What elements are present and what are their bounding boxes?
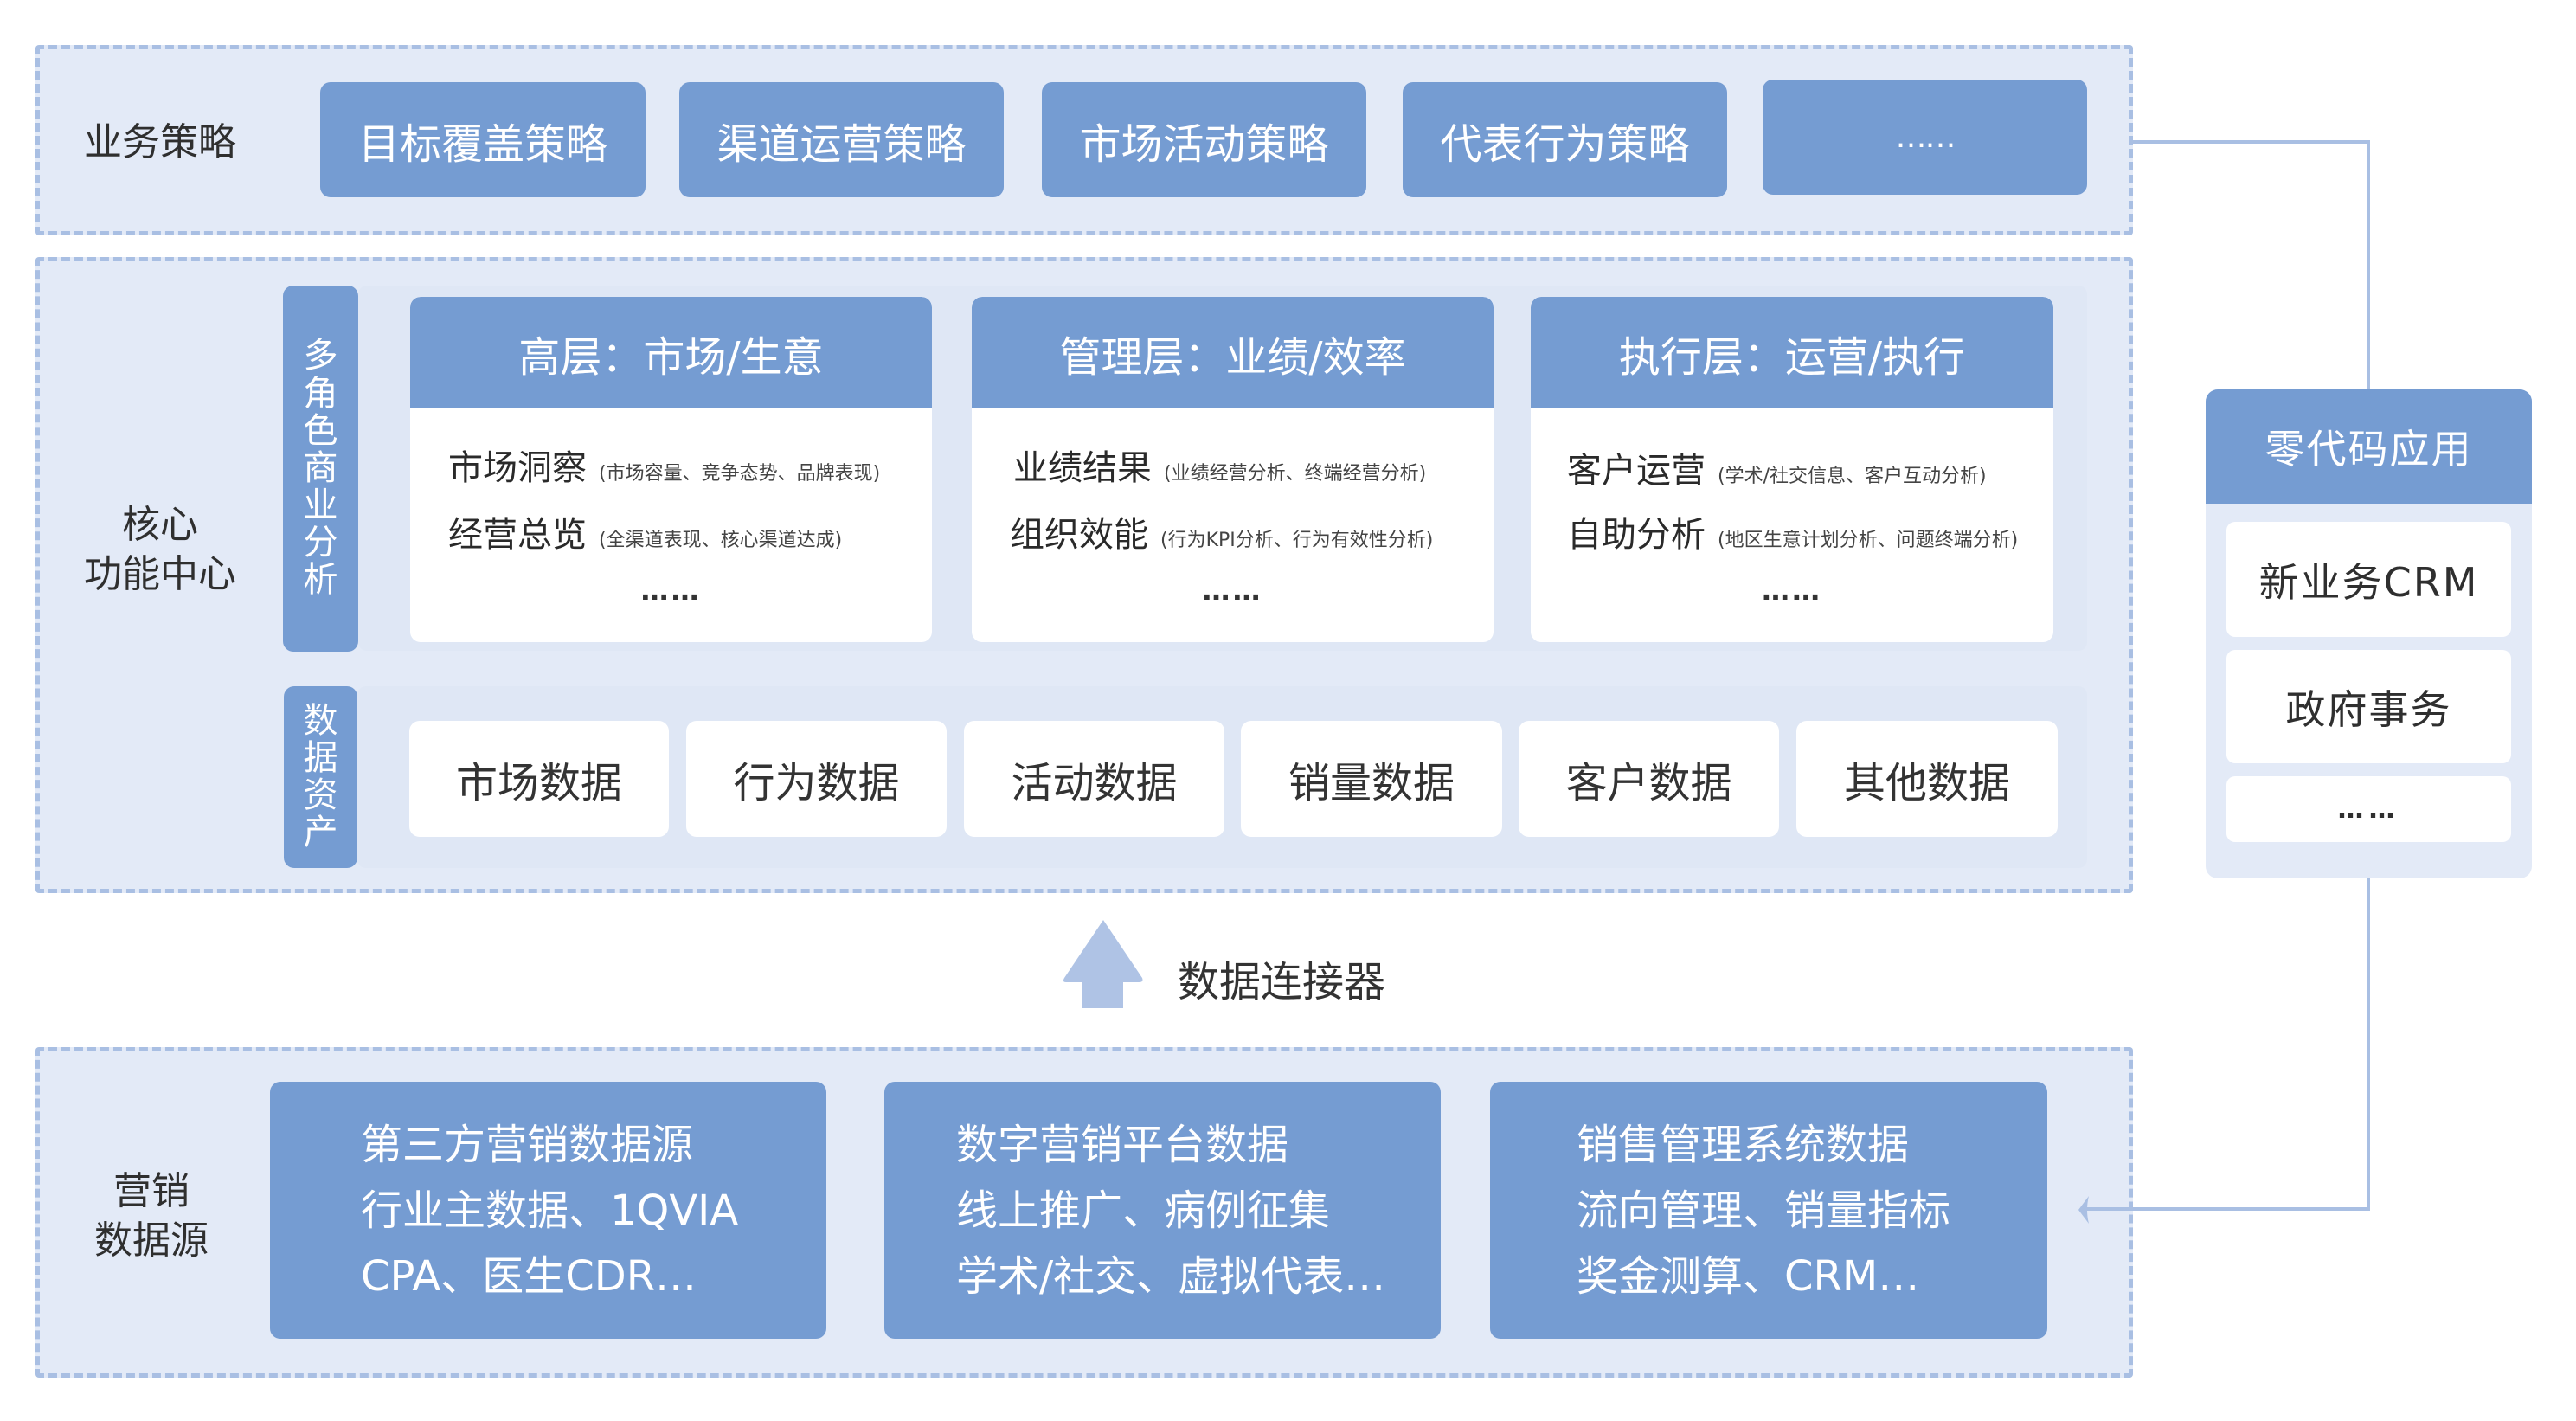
connector-line-top-vertical	[2367, 140, 2370, 391]
connector-line-top-horizontal	[2133, 140, 2370, 144]
card-row-title: 自助分析	[1567, 515, 1706, 555]
card-row-title: 经营总览	[448, 515, 587, 555]
card-more-ellipsis: ……	[1202, 574, 1263, 607]
card-row[interactable]: 组织效能 (行为KPI分析、行为有效性分析)	[972, 506, 1494, 556]
source-card-third-party[interactable]: 第三方营销数据源 行业主数据、1QVIA CPA、医生CDR…	[270, 1082, 826, 1339]
asset-sales-data[interactable]: 销量数据	[1241, 721, 1502, 837]
card-row[interactable]: 市场洞察 (市场容量、竞争态势、品牌表现)	[410, 440, 932, 490]
strategy-item-rep-behavior[interactable]: 代表行为策略	[1403, 82, 1727, 197]
connector-line-bottom-horizontal	[2085, 1207, 2370, 1211]
source-card-line: 学术/社交、虚拟代表…	[956, 1251, 1386, 1301]
analysis-card-management[interactable]: 管理层：业绩/效率 业绩结果 (业绩经营分析、终端经营分析) 组织效能 (行为K…	[972, 297, 1494, 642]
source-card-digital-marketing[interactable]: 数字营销平台数据 线上推广、病例征集 学术/社交、虚拟代表…	[884, 1082, 1441, 1339]
analysis-card-execution[interactable]: 执行层：运营/执行 客户运营 (学术/社交信息、客户互动分析) 自助分析 (地区…	[1531, 297, 2053, 642]
connector-label: 数据连接器	[1178, 958, 1386, 1006]
sources-zone-label-line2: 数据源	[94, 1218, 209, 1263]
arrow-left-icon	[2078, 1196, 2089, 1224]
assets-bar: 数据资产	[284, 686, 357, 868]
strategy-zone-label: 业务策略	[84, 120, 236, 165]
card-more-ellipsis: ……	[1762, 574, 1822, 607]
analysis-bar: 多角色商业分析	[283, 286, 358, 652]
connector-line-bottom-vertical	[2367, 877, 2370, 1211]
source-card-line: 线上推广、病例征集	[956, 1186, 1331, 1235]
core-zone-label-line2: 功能中心	[84, 552, 236, 596]
card-row-detail: (市场容量、竞争态势、品牌表现)	[599, 463, 881, 485]
card-row-title: 组织效能	[1010, 515, 1148, 555]
card-row-detail: (业绩经营分析、终端经营分析)	[1164, 463, 1427, 485]
core-zone-label-line1: 核心	[122, 502, 198, 547]
app-item-government-affairs[interactable]: 政府事务	[2226, 650, 2511, 763]
source-card-line: 数字营销平台数据	[956, 1120, 1289, 1169]
card-row[interactable]: 自助分析 (地区生意计划分析、问题终端分析)	[1531, 506, 2053, 556]
analysis-card-executive[interactable]: 高层：市场/生意 市场洞察 (市场容量、竞争态势、品牌表现) 经营总览 (全渠道…	[410, 297, 932, 642]
asset-other-data[interactable]: 其他数据	[1796, 721, 2058, 837]
app-item-new-business-crm[interactable]: 新业务CRM	[2226, 522, 2511, 637]
card-row-title: 客户运营	[1567, 451, 1706, 491]
strategy-item-channel-ops[interactable]: 渠道运营策略	[679, 82, 1004, 197]
card-row-detail: (地区生意计划分析、问题终端分析)	[1718, 530, 2019, 551]
zero-code-apps-title: 零代码应用	[2206, 389, 2532, 504]
card-title: 管理层：业绩/效率	[972, 297, 1494, 408]
core-zone-label: 核心 功能中心	[61, 493, 260, 606]
card-row-detail: (学术/社交信息、客户互动分析)	[1718, 466, 1987, 487]
card-row[interactable]: 客户运营 (学术/社交信息、客户互动分析)	[1531, 442, 2053, 492]
source-card-line: 流向管理、销量指标	[1577, 1186, 1951, 1235]
card-row-title: 市场洞察	[448, 448, 587, 488]
card-title: 高层：市场/生意	[410, 297, 932, 408]
asset-activity-data[interactable]: 活动数据	[964, 721, 1224, 837]
strategy-item-market-activity[interactable]: 市场活动策略	[1042, 82, 1366, 197]
card-row[interactable]: 经营总览 (全渠道表现、核心渠道达成)	[410, 506, 932, 556]
asset-behavior-data[interactable]: 行为数据	[686, 721, 947, 837]
arrow-up-icon	[1063, 920, 1143, 1008]
asset-customer-data[interactable]: 客户数据	[1519, 721, 1779, 837]
assets-bar-label: 数据资产	[303, 700, 338, 853]
card-row-detail: (全渠道表现、核心渠道达成)	[599, 530, 843, 551]
source-card-line: 奖金测算、CRM…	[1577, 1251, 1920, 1301]
card-row-detail: (行为KPI分析、行为有效性分析)	[1160, 530, 1434, 551]
strategy-item-target-coverage[interactable]: 目标覆盖策略	[320, 82, 646, 197]
strategy-item-more[interactable]: ……	[1763, 80, 2087, 195]
card-row-title: 业绩结果	[1013, 448, 1152, 488]
source-card-line: CPA、医生CDR…	[361, 1251, 697, 1301]
asset-market-data[interactable]: 市场数据	[409, 721, 669, 837]
source-card-line: 销售管理系统数据	[1577, 1120, 1910, 1169]
source-card-line: 行业主数据、1QVIA	[361, 1186, 739, 1235]
source-card-sales-management[interactable]: 销售管理系统数据 流向管理、销量指标 奖金测算、CRM…	[1490, 1082, 2047, 1339]
card-row[interactable]: 业绩结果 (业绩经营分析、终端经营分析)	[972, 440, 1494, 490]
card-more-ellipsis: ……	[640, 574, 702, 607]
source-card-line: 第三方营销数据源	[361, 1120, 694, 1169]
card-title: 执行层：运营/执行	[1531, 297, 2053, 408]
sources-zone-label: 营销 数据源	[52, 1160, 251, 1272]
sources-zone-label-line1: 营销	[113, 1168, 190, 1213]
analysis-bar-label: 多角色商业分析	[303, 336, 338, 601]
app-item-more[interactable]: ……	[2226, 776, 2511, 842]
